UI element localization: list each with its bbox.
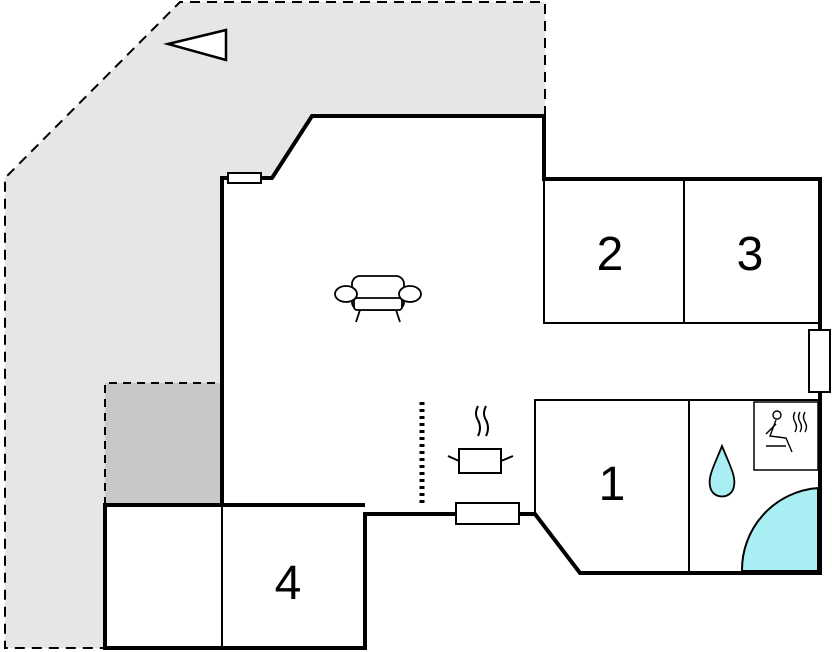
window-right xyxy=(808,329,831,393)
outdoor-terrace xyxy=(4,0,546,649)
window-top-left xyxy=(227,172,262,184)
room-1-label: 1 xyxy=(599,458,626,511)
room-2-label: 2 xyxy=(597,228,624,281)
triangle-arrow-icon xyxy=(163,28,228,62)
interior-walls xyxy=(221,179,820,648)
window-bottom xyxy=(455,502,520,525)
covered-area xyxy=(104,382,222,505)
cooking-pot-icon xyxy=(447,405,514,474)
water-drop-icon xyxy=(708,443,736,498)
room-3-label: 3 xyxy=(737,228,764,281)
sofa-icon xyxy=(334,275,422,323)
sauna-icon xyxy=(753,401,819,471)
shower-quarter-circle-icon xyxy=(740,486,819,572)
room-4-label: 4 xyxy=(275,557,302,610)
